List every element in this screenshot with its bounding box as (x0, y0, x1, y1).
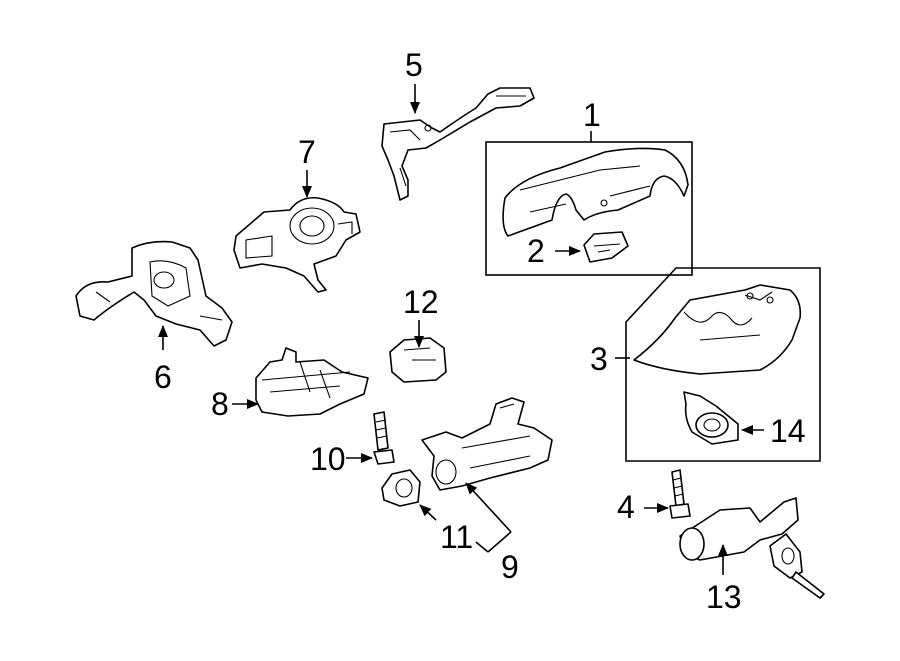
callout-5: 5 (405, 47, 423, 83)
turn-signal-switch (75, 240, 233, 347)
switch-bracket (683, 391, 739, 445)
callout-7: 7 (298, 134, 316, 170)
callout-12: 12 (403, 284, 439, 320)
screw-4 (669, 469, 691, 519)
callout-8: 8 (211, 386, 229, 422)
callout-9: 9 (501, 549, 519, 585)
lower-column-cover (633, 284, 802, 375)
callout-14: 14 (770, 413, 806, 449)
leader-11 (419, 504, 437, 521)
clock-spring (233, 196, 361, 293)
part-1-group-box (485, 141, 693, 276)
wiper-switch (381, 87, 535, 201)
part-3-group-box (625, 267, 821, 462)
callout-10: 10 (310, 441, 346, 477)
ignition-cylinder-key (679, 497, 825, 599)
bolt-10 (373, 411, 395, 465)
callout-13: 13 (706, 579, 742, 615)
lock-cylinder-12 (389, 337, 447, 383)
cover-clip (583, 231, 629, 263)
leader-9-c (465, 482, 512, 533)
leader-9-b (475, 541, 489, 553)
callout-11: 11 (440, 519, 473, 555)
callout-4: 4 (617, 489, 635, 525)
upper-column-cover (502, 147, 689, 237)
callout-1: 1 (583, 97, 601, 133)
callout-6: 6 (154, 359, 172, 395)
sensor-11 (381, 469, 421, 507)
ignition-housing (421, 397, 553, 491)
leader-9-a (487, 531, 512, 553)
callout-3: 3 (590, 341, 608, 377)
callout-2: 2 (527, 233, 545, 269)
control-module (255, 347, 369, 417)
